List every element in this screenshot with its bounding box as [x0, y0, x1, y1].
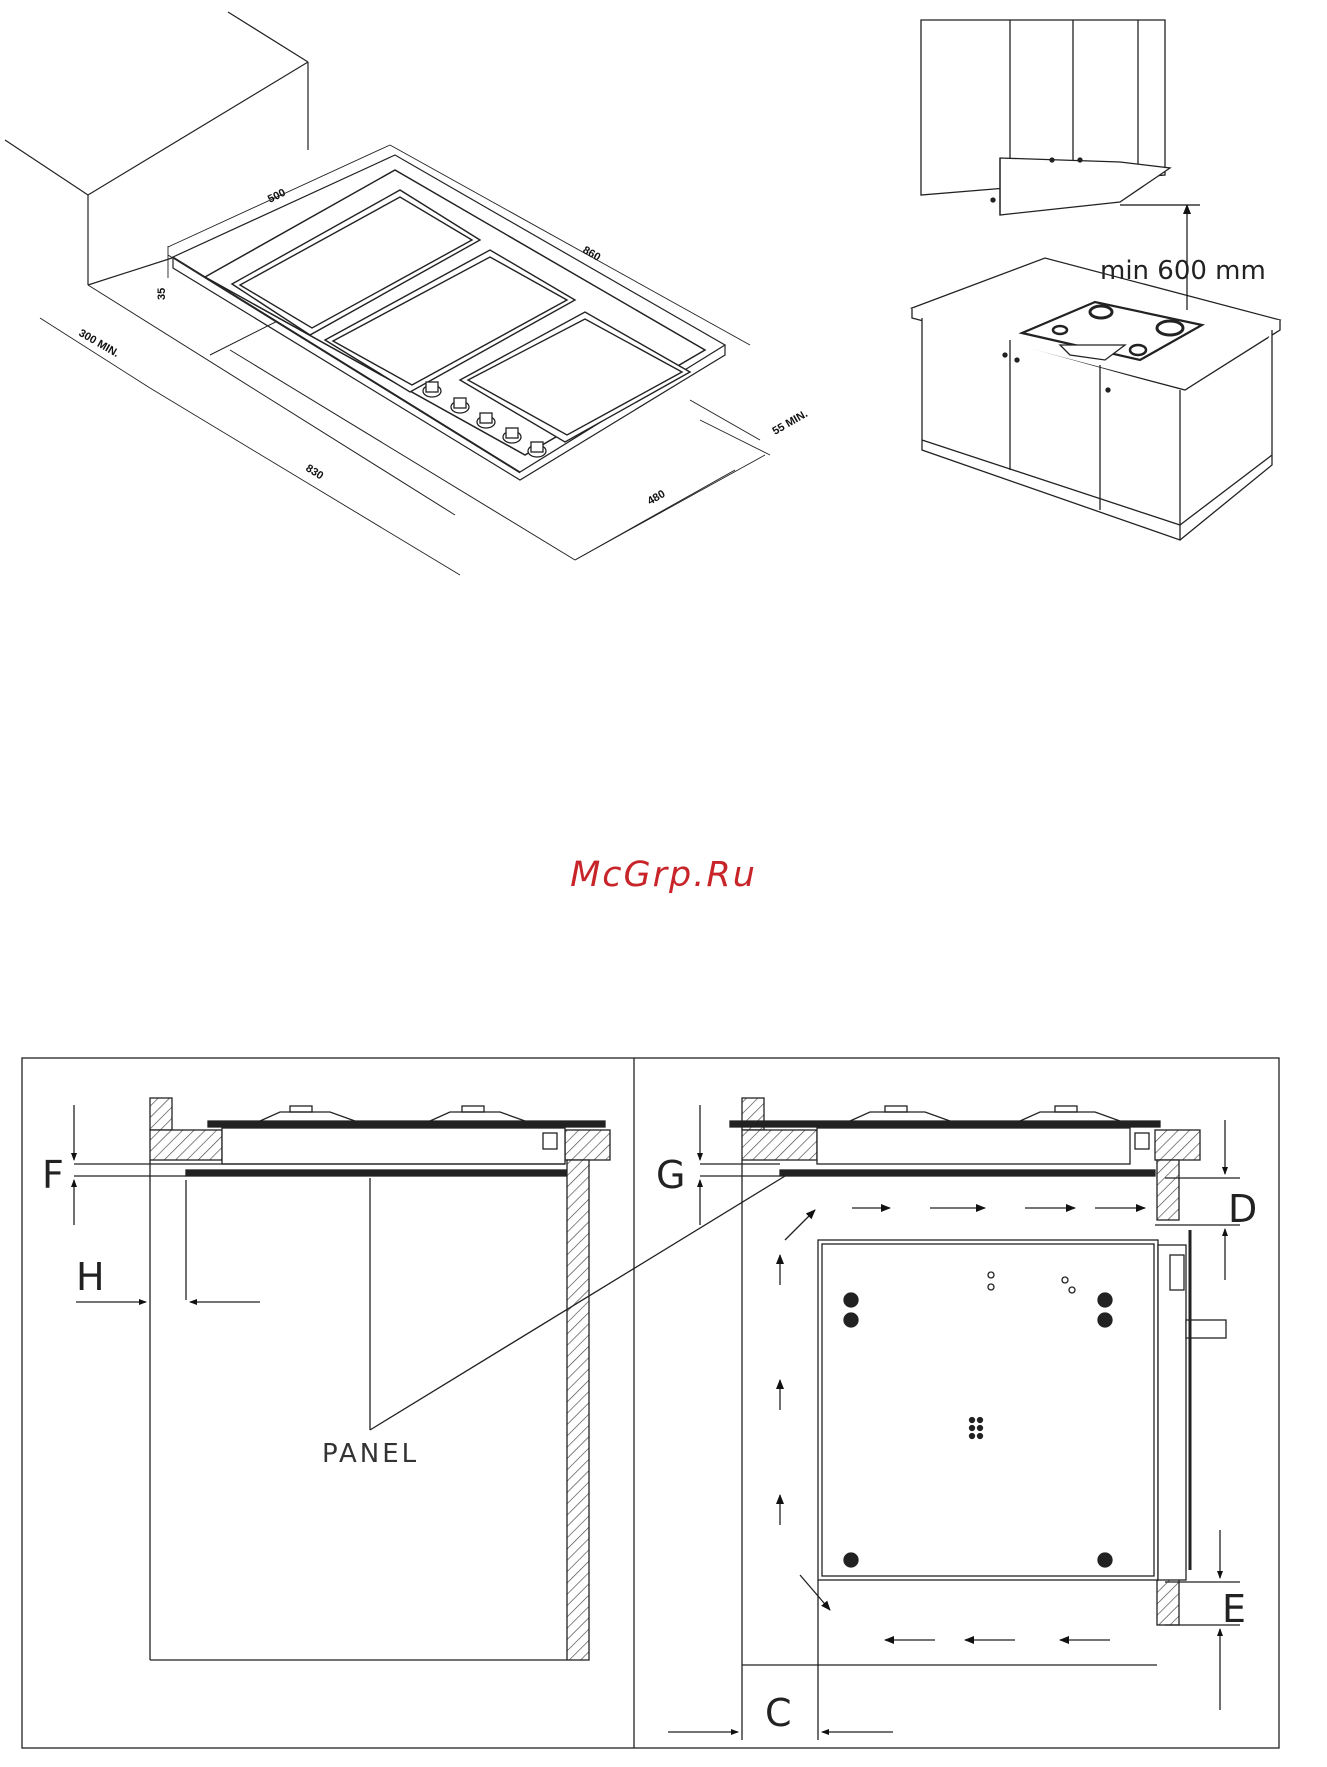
watermark: McGrp.Ru: [0, 855, 1327, 895]
label-h: H: [76, 1255, 105, 1299]
kitchen-island: [912, 258, 1280, 540]
label-c: C: [765, 1691, 792, 1735]
label-e: E: [1222, 1587, 1246, 1631]
upper-cabinet: [921, 20, 1170, 215]
dim-35-label: 35: [156, 288, 168, 300]
label-panel: PANEL: [322, 1439, 419, 1469]
dim-500-label: 500: [266, 187, 288, 206]
hood-clearance-label: min 600 mm: [1100, 256, 1266, 286]
label-g: G: [656, 1153, 685, 1197]
dim-55-min-label: 55 MIN.: [771, 408, 810, 438]
label-d: D: [1228, 1187, 1257, 1231]
dim-830-label: 830: [303, 462, 325, 482]
label-f: F: [42, 1153, 64, 1197]
dim-480-label: 480: [646, 488, 668, 508]
built-in-sections-drawing: [22, 1058, 1279, 1748]
right-section: [668, 1098, 1240, 1740]
